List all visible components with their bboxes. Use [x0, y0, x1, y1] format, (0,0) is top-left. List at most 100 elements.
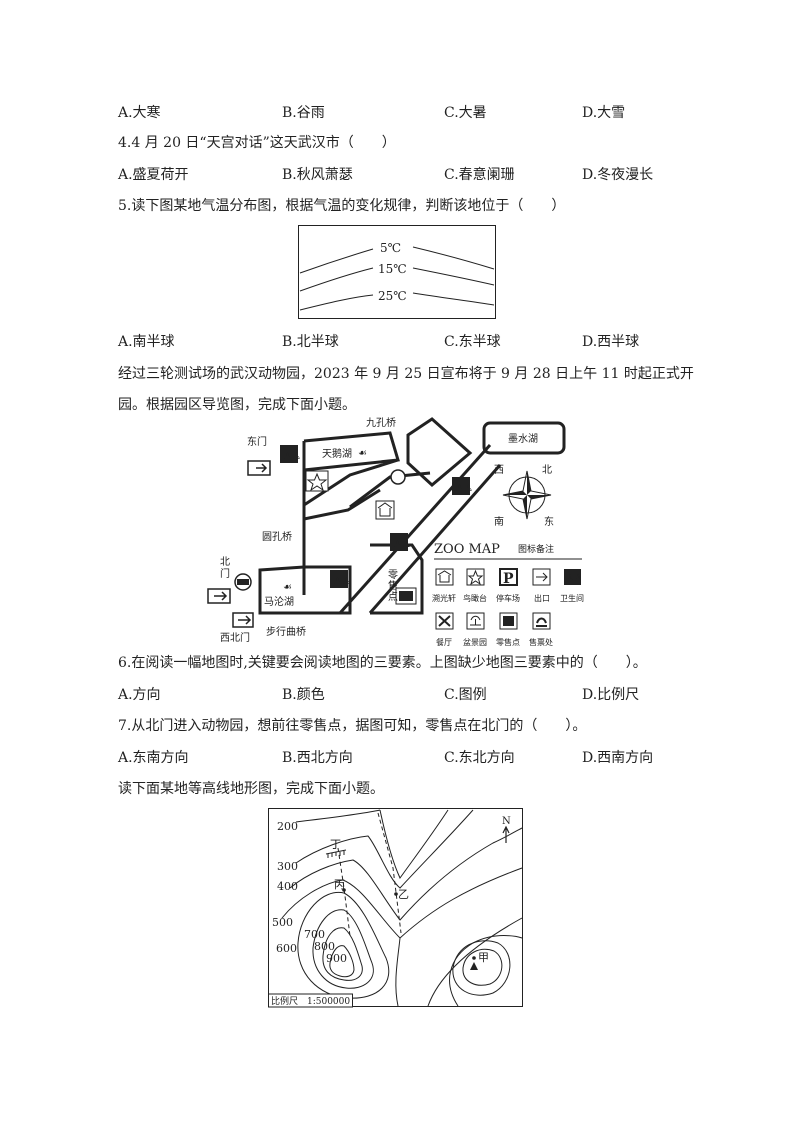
q7-stem: 7.从北门进入动物园，想前往零售点，据图可知，零售点在北门的（ ）。 [118, 718, 587, 734]
compass-rose-icon [502, 470, 552, 520]
contour-intro: 读下面某地等高线地形图，完成下面小题。 [118, 781, 384, 797]
q6-stem: 6.在阅读一幅地图时,关键要会阅读地图的三要素。上图缺少地图三要素中的（ ）。 [118, 655, 647, 671]
zoo-map: ♙♙ ♙♙ ♙♙ ♙♙ ☙ ☙ 九孔桥 东门 天鹅湖 墨水湖 圆孔桥 北 门 马… [207, 417, 584, 647]
q6-option-d: D.比例尺 [582, 687, 640, 703]
q3-option-d: D.大雪 [582, 105, 626, 121]
svg-text:♙♙: ♙♙ [283, 451, 301, 462]
compass-west: 西 [494, 465, 504, 476]
q6-option-b: B.颜色 [282, 687, 325, 703]
scale-label: 比例尺 1:500000 [271, 995, 350, 1007]
point-bing-label: 丙 [334, 878, 345, 891]
q4-option-a: A.盛夏荷开 [118, 167, 189, 183]
point-ding-label: 丁 [330, 838, 341, 851]
label-north-gate-1: 北 [220, 556, 230, 568]
q5-option-b: B.北半球 [282, 334, 339, 350]
legend-label-ticket: 售票处 [529, 637, 553, 647]
contour-label-400: 400 [277, 880, 298, 893]
q3-option-c: C.大暑 [444, 105, 487, 121]
compass-east: 东 [544, 515, 554, 528]
swan-icon: ☙ [283, 582, 292, 593]
contour-map: 丁 丙 乙 甲 200 300 400 500 600 700 800 900 … [268, 808, 523, 1008]
zoo-intro-line2: 园。根据园区导览图，完成下面小题。 [118, 397, 356, 413]
restaurant-icon [234, 573, 252, 591]
q3-option-b: B.谷雨 [282, 105, 325, 121]
isotherm-5 [299, 248, 374, 274]
svg-text:♙♙: ♙♙ [333, 576, 351, 587]
north-label: N [502, 816, 511, 827]
contour-label-200: 200 [277, 820, 298, 833]
label-25c: 25℃ [378, 289, 407, 303]
label-15c: 15℃ [378, 262, 407, 276]
legend-label-bird-view: 鸟瞰台 [463, 593, 487, 603]
isotherm-25 [299, 294, 374, 311]
contour-label-900: 900 [326, 952, 347, 965]
point-jia [472, 956, 476, 960]
legend-title: ZOO MAP [434, 542, 500, 557]
label-west-north-gate: 西北门 [220, 631, 250, 644]
legend-label-parking: 停车场 [496, 593, 520, 603]
roundabout-icon [390, 469, 406, 485]
temperature-distribution-figure: 5℃ 15℃ 25℃ [298, 225, 496, 319]
zoo-intro-line1: 经过三轮测试场的武汉动物园，2023 年 9 月 25 日宣布将于 9 月 28… [118, 366, 694, 382]
point-yi-label: 乙 [398, 888, 409, 901]
legend-label-toilet: 卫生间 [560, 593, 584, 603]
legend-label-exit: 出口 [534, 593, 550, 603]
q4-option-b: B.秋风萧瑟 [282, 167, 353, 183]
legend-label-retail: 零售点 [496, 637, 520, 647]
contour-label-800: 800 [314, 940, 335, 953]
dashed-line-yi [377, 812, 402, 934]
legend-label-restaurant: 餐厅 [436, 638, 452, 647]
q7-option-d: D.西南方向 [582, 750, 654, 766]
label-malun-lake: 马沦湖 [264, 595, 294, 608]
legend-label-bonsai: 盆景园 [463, 637, 487, 647]
q7-option-b: B.西北方向 [282, 750, 353, 766]
q4-stem: 4.4 月 20 日“天宫对话”这天武汉市（ ） [118, 135, 396, 151]
label-yuankong-bridge: 圆孔桥 [262, 531, 292, 543]
label-5c: 5℃ [380, 241, 401, 255]
q7-option-a: A.东南方向 [118, 750, 189, 766]
q6-option-a: A.方向 [118, 687, 161, 703]
legend-star-icon [466, 568, 485, 586]
q3-option-a: A.大寒 [118, 105, 161, 121]
label-north-gate-2: 门 [220, 567, 230, 580]
retail-icon [395, 587, 417, 605]
q4-option-d: D.冬夜漫长 [582, 167, 654, 183]
legend-subtitle: 图标备注 [518, 543, 554, 555]
svg-text:♙♙: ♙♙ [566, 574, 582, 584]
label-retail-2: 售 [388, 579, 398, 592]
toilet-icon: ♙♙ [280, 445, 301, 463]
west-north-gate-icon [232, 612, 254, 628]
label-moshui-lake: 墨水湖 [508, 433, 538, 445]
q6-option-c: C.图例 [444, 687, 487, 703]
q5-stem: 5.读下图某地气温分布图，根据气温的变化规律，判断该地位于（ ） [118, 198, 566, 214]
toilet-icon: ♙♙ [452, 477, 473, 495]
contour-label-700: 700 [304, 928, 325, 941]
swan-icon: ☙ [358, 448, 367, 459]
label-tiane-lake: 天鹅湖 [322, 447, 352, 460]
pavilion-icon [375, 500, 395, 520]
label-retail-3: 点 [388, 591, 398, 603]
peak-triangle-icon [470, 962, 478, 970]
north-arrow-icon [502, 825, 510, 843]
q5-option-a: A.南半球 [118, 334, 175, 350]
q7-option-c: C.东北方向 [444, 750, 515, 766]
svg-text:♙♙: ♙♙ [393, 539, 411, 550]
compass-south: 南 [494, 515, 504, 528]
point-bing [342, 888, 346, 892]
toilet-icon: ♙♙ [330, 570, 351, 588]
point-jia-label: 甲 [478, 951, 489, 964]
q5-option-c: C.东半球 [444, 334, 501, 350]
q5-option-d: D.西半球 [582, 334, 640, 350]
legend-toilet-icon [564, 569, 581, 585]
label-buxing-bridge: 步行曲桥 [266, 625, 306, 638]
contour-label-600: 600 [276, 942, 297, 955]
toilet-icon: ♙♙ [390, 533, 411, 551]
north-gate-icon [207, 588, 231, 604]
east-gate-icon [247, 460, 271, 476]
cliff-mark [325, 849, 347, 858]
contour-label-500: 500 [272, 916, 293, 929]
bird-view-star-icon [305, 470, 329, 492]
legend-parking-icon [499, 568, 518, 586]
label-jiukong-bridge: 九孔桥 [366, 417, 396, 429]
dashed-line-bing-ding [337, 847, 351, 937]
